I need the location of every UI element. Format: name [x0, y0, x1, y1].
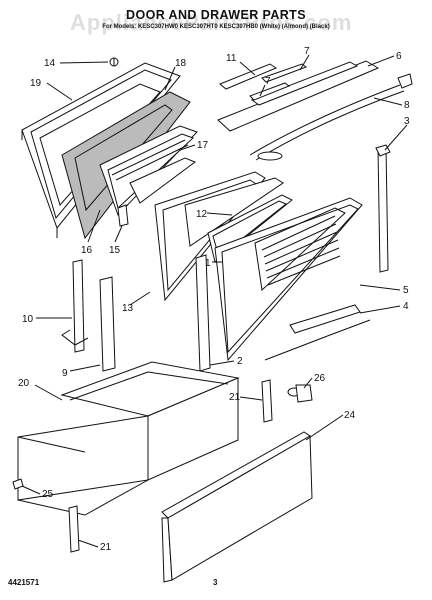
- part-20-drawer: [17, 361, 240, 516]
- callout-1: 1: [205, 258, 211, 269]
- color-almond: (Almond): [281, 24, 309, 30]
- callout-10: 10: [22, 314, 34, 325]
- part-24-drawer-front: [161, 431, 313, 583]
- part-26-stop: [287, 384, 313, 403]
- part-8-handle: [249, 73, 413, 161]
- part-21-bracket: [68, 379, 273, 553]
- part-10-drawer-slide: [61, 259, 116, 372]
- callout-12: 12: [196, 209, 208, 220]
- callout-21b: 21: [100, 542, 112, 553]
- callout-11: 11: [226, 53, 237, 64]
- model-line: For Models: KESC307HW0 KESC307HT0 KESC30…: [0, 24, 432, 30]
- leader-lines: [21, 54, 408, 548]
- part-17-glass-pack: [99, 125, 198, 216]
- callout-26: 26: [314, 373, 326, 384]
- part-6-top-trim: [217, 60, 380, 132]
- callout-19: 19: [30, 78, 42, 89]
- callout-17: 17: [197, 140, 209, 151]
- callout-14: 14: [44, 58, 56, 69]
- callout-25: 25: [42, 489, 54, 500]
- callout-2: 2: [237, 356, 243, 367]
- callout-24: 24: [344, 410, 356, 421]
- part-number: 4421571: [8, 578, 40, 587]
- callout-7b: 7: [265, 76, 271, 87]
- callout-8: 8: [404, 100, 410, 111]
- callout-20: 20: [18, 378, 30, 389]
- callout-15: 15: [109, 245, 121, 256]
- callout-16: 16: [81, 245, 93, 256]
- models-label: For Models: KESC307HW0 KESC307HT0 KESC30…: [102, 24, 259, 30]
- watermark: AppliancePartsPros.com: [70, 10, 353, 35]
- part-14-screw: [109, 57, 119, 67]
- page-title: DOOR AND DRAWER PARTS: [126, 8, 306, 22]
- part-4-hinge-bracket: [264, 304, 371, 361]
- color-white: (White): [259, 24, 281, 30]
- callout-7a: 7: [304, 46, 310, 57]
- callout-3: 3: [404, 116, 410, 127]
- callout-5: 5: [403, 285, 409, 296]
- part-2-side-channel: [195, 145, 389, 372]
- callout-4: 4: [403, 301, 409, 312]
- callout-6: 6: [396, 51, 402, 62]
- part-5-outer-door: [214, 197, 363, 362]
- color-black: (Black): [309, 24, 330, 30]
- callout-labels: 14 19 18 11 7 6 7 8 3 17 12 16 15 1 10 1…: [18, 46, 410, 553]
- callout-13: 13: [122, 303, 134, 314]
- callout-21a: 21: [229, 392, 241, 403]
- callout-18: 18: [175, 58, 187, 69]
- callout-9: 9: [62, 368, 68, 379]
- part-15-clip: [117, 204, 129, 227]
- page-number: 3: [213, 578, 218, 587]
